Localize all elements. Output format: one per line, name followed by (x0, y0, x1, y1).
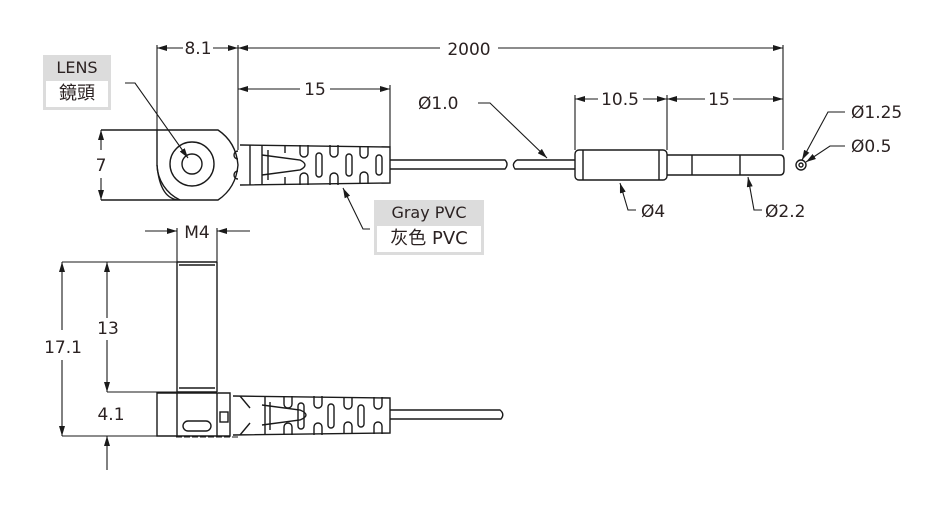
fiber-cable (390, 159, 575, 170)
threaded-stem (176, 261, 218, 393)
lens-callout: LENS 鏡頭 (43, 55, 111, 110)
dim-boot-length: 15 (304, 80, 326, 100)
lens-inner-ring (181, 153, 203, 175)
dim-head-height: 7 (96, 156, 107, 176)
lens-callout-en: LENS (43, 55, 111, 81)
strain-relief-boot (239, 144, 391, 186)
lens-callout-zh: 鏡頭 (43, 81, 111, 110)
dim-tip-length: 15 (708, 90, 730, 110)
dim-cable-length: 2000 (447, 40, 490, 60)
dim-ferrule-length: 10.5 (601, 90, 639, 110)
side-view: M4 17.1 13 4.1 (40, 220, 504, 470)
lens-outer-ring (169, 141, 215, 187)
dim-thread: M4 (184, 223, 209, 243)
dim-ferrule-diameter: Ø4 (641, 202, 665, 222)
dim-tip-diameter: Ø2.2 (765, 202, 805, 222)
sleeve-callout-zh: 灰色 PVC (374, 226, 484, 255)
dim-thread-length: 13 (97, 319, 119, 339)
dim-fiber-diameter: Ø1.0 (418, 94, 458, 114)
strain-relief-boot-side (232, 395, 391, 436)
sleeve-callout: Gray PVC 灰色 PVC (374, 200, 484, 255)
fiber-cable-side (390, 409, 504, 420)
base-slot (182, 420, 212, 432)
ferrule-tip (667, 154, 785, 176)
ferrule-body (574, 149, 668, 181)
sleeve-callout-en: Gray PVC (374, 200, 484, 226)
base-block (156, 392, 231, 437)
end-view-outer (795, 159, 807, 171)
top-view: 8.1 2000 15 7 Ø1.0 10.5 15 Ø4 Ø2.2 Ø1.25… (92, 36, 902, 230)
dim-base-height: 4.1 (97, 405, 124, 425)
dim-head-width: 8.1 (184, 39, 211, 59)
dim-end-core-diameter: Ø0.5 (851, 137, 891, 157)
end-view-core (798, 162, 804, 168)
dim-end-outer-diameter: Ø1.25 (851, 103, 902, 123)
dim-total-height: 17.1 (44, 338, 82, 358)
